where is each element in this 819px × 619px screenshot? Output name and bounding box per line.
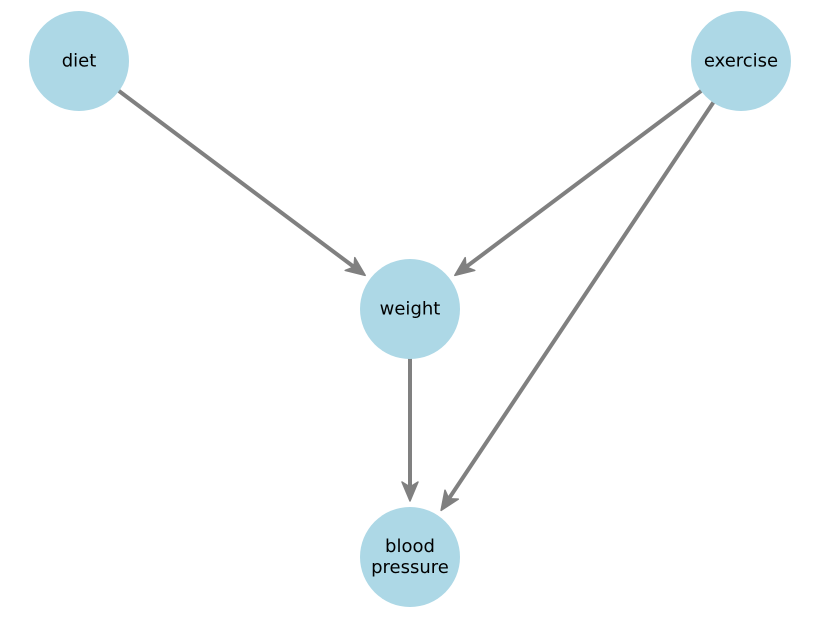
- arrowhead-icon: [454, 256, 476, 277]
- node-diet: diet: [29, 11, 129, 111]
- node-label: diet: [62, 51, 97, 72]
- edge-line: [447, 100, 716, 500]
- edge-exercise-to-blood_pressure: [440, 100, 716, 512]
- node-label: pressure: [371, 557, 449, 578]
- node-exercise: exercise: [691, 11, 791, 111]
- node-circle: [691, 11, 791, 111]
- node-label: weight: [380, 299, 441, 320]
- arrowhead-icon: [344, 256, 366, 277]
- node-circle: [29, 11, 129, 111]
- edge-line: [464, 89, 703, 269]
- edge-exercise-to-weight: [454, 89, 703, 277]
- node-label: blood: [385, 536, 435, 557]
- node-circle: [360, 259, 460, 359]
- arrowhead-icon: [440, 489, 460, 512]
- edge-line: [117, 89, 356, 269]
- arrowhead-icon: [401, 481, 419, 502]
- edges-layer: [117, 89, 716, 512]
- edge-weight-to-blood_pressure: [401, 357, 419, 502]
- node-label: exercise: [704, 51, 778, 72]
- edge-diet-to-weight: [117, 89, 366, 277]
- node-circle: [360, 507, 460, 607]
- node-weight: weight: [360, 259, 460, 359]
